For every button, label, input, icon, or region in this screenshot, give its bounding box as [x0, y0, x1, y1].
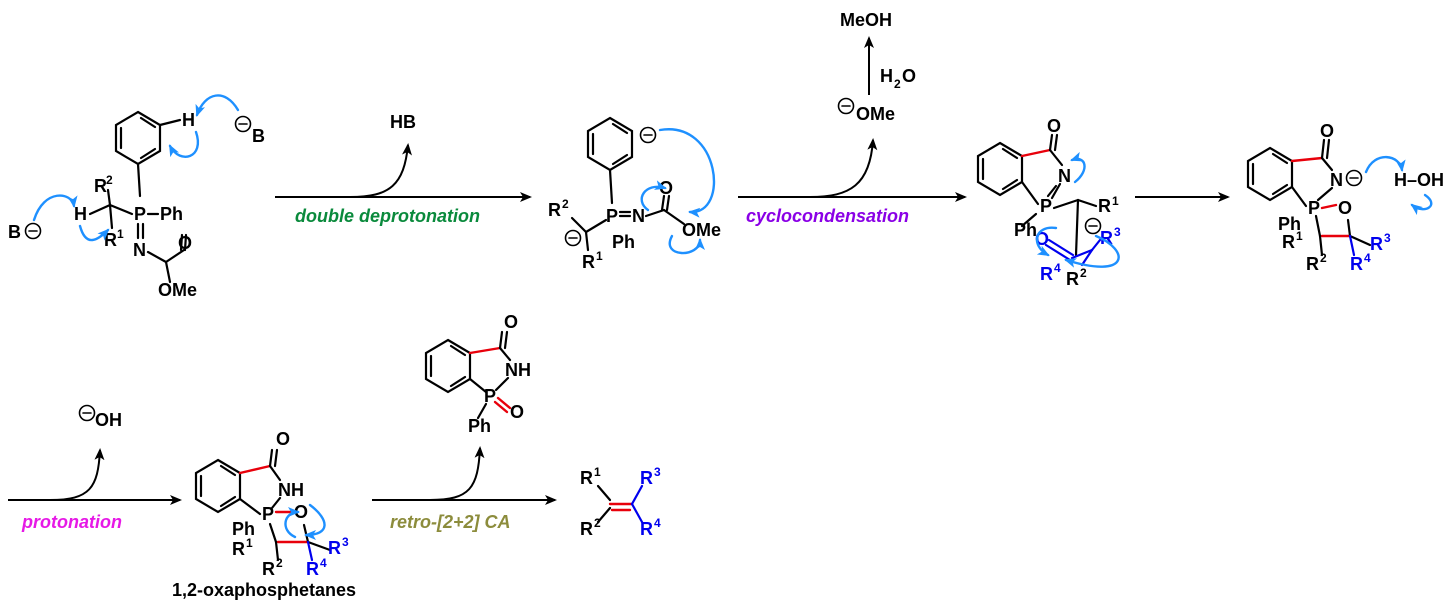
r4-sup: 4 [1054, 261, 1061, 275]
r3-sup: 3 [342, 535, 349, 549]
r1-label: R [232, 539, 245, 559]
r3-sup: 3 [1384, 231, 1391, 245]
ph-group: Ph [160, 204, 183, 224]
reaction-arrow-1: HB double deprotonation [275, 112, 532, 226]
r2-label: R [1306, 254, 1319, 274]
r1-sup: 1 [1112, 194, 1119, 208]
reaction-arrow-4: OH protonation [8, 404, 182, 532]
nh-group: NH [505, 360, 531, 380]
r2-label: R [94, 176, 107, 196]
molecule-oxaphosphetane-anion: O N P Ph O R 1 R 2 R 3 R 4 H–OH [1246, 121, 1444, 274]
molecule-oxaphosphetane: O NH P Ph O R 1 R 2 R 3 R 4 1,2-oxaphosp… [172, 429, 356, 600]
byproduct-hydroxide: OH [95, 410, 122, 430]
molecule-alkene: R 1 R 2 R 3 R 4 [580, 465, 661, 539]
r4-label: R [1350, 254, 1363, 274]
molecule-ylide-carbonyl: O N P Ph R 1 R 2 O R 3 R 4 [976, 116, 1121, 289]
ph-group: Ph [1014, 220, 1037, 240]
r3-sup: 3 [1114, 225, 1121, 239]
r1-label: R [580, 468, 593, 488]
r1-sup: 1 [594, 465, 601, 479]
r2-sup: 2 [1320, 251, 1327, 265]
r2-label: R [262, 559, 275, 579]
reaction-arrow-2: OMe MeOH H 2 O cyclocondensation [738, 10, 967, 226]
ring-o: O [1338, 198, 1352, 218]
n-atom: N [133, 240, 146, 260]
r4-sup: 4 [654, 516, 661, 530]
r1-sup: 1 [1296, 229, 1303, 243]
water-molecule: H–OH [1394, 170, 1444, 190]
carbonyl-o: O [504, 312, 518, 332]
r2-sup: 2 [106, 173, 113, 187]
carbonyl-o: O [178, 233, 192, 253]
r4-label: R [640, 519, 653, 539]
step-label-double-deprotonation: double deprotonation [295, 206, 480, 226]
carbonyl-o: O [276, 429, 290, 449]
r1-sup: 1 [596, 249, 603, 263]
r2-label: R [548, 200, 561, 220]
n-atom: N [1330, 170, 1343, 190]
r2-label: R [580, 519, 593, 539]
n-atom: N [1058, 166, 1071, 186]
phosphorus-atom: P [262, 504, 274, 524]
phosphorus-atom: P [1040, 196, 1052, 216]
r3-label: R [1370, 234, 1383, 254]
ome-group: OMe [682, 220, 721, 240]
r4-sup: 4 [320, 556, 327, 570]
step-label-cyclocondensation: cyclocondensation [746, 206, 909, 226]
r1-label: R [1282, 232, 1295, 252]
product-caption: 1,2-oxaphosphetanes [172, 580, 356, 600]
ph-group: Ph [612, 232, 635, 252]
byproduct-hb: HB [390, 112, 416, 132]
n-atom: N [632, 206, 645, 226]
carbonyl-o: O [1047, 116, 1061, 136]
r2-sup: 2 [594, 516, 601, 530]
nh-group: NH [278, 480, 304, 500]
phosphorus-atom: P [134, 204, 146, 224]
molecule-dianion: P N O OMe R 2 R 1 Ph [548, 116, 721, 272]
step-label-retro-cycloaddition: retro-[2+2] CA [390, 512, 511, 532]
phosphorus-atom: P [606, 206, 618, 226]
r1-sup: 1 [246, 536, 253, 550]
reaction-arrow-5: retro-[2+2] CA [372, 446, 557, 532]
carbonyl-o: O [1320, 121, 1334, 141]
byproduct-meoh: MeOH [840, 10, 892, 30]
step-label-protonation: protonation [21, 512, 122, 532]
water-o: O [902, 66, 916, 86]
r2-label: R [1066, 269, 1079, 289]
h-atom-alpha: H [74, 204, 87, 224]
ome-group: OMe [158, 280, 197, 300]
r3-label: R [328, 538, 341, 558]
r2-sup: 2 [1080, 266, 1087, 280]
base-left: B [8, 222, 21, 242]
r2-sup: 2 [276, 556, 283, 570]
r3-label: R [640, 468, 653, 488]
water-h: H [880, 66, 893, 86]
h-atom: H [182, 110, 195, 130]
ph-group: Ph [232, 519, 255, 539]
r4-sup: 4 [1364, 251, 1371, 265]
r2-sup: 2 [562, 197, 569, 211]
po-oxygen: O [510, 402, 524, 422]
molecule-benzophospholone: O NH P O Ph [424, 312, 531, 436]
ph-group: Ph [1278, 214, 1301, 234]
water-sub: 2 [894, 77, 901, 91]
base-right: B [252, 126, 265, 146]
phosphorus-atom: P [1308, 198, 1320, 218]
r4-label: R [306, 559, 319, 579]
r4-label: R [1040, 264, 1053, 284]
ph-group: Ph [468, 416, 491, 436]
r1-sup: 1 [117, 227, 124, 241]
r1-label: R [1098, 196, 1111, 216]
r1-label: R [582, 252, 595, 272]
molecule-starting-phosphazene: H P Ph H R 2 R 1 N O OMe B B [8, 94, 265, 300]
byproduct-methoxide: OMe [856, 104, 895, 124]
phosphorus-atom: P [484, 386, 496, 406]
r3-sup: 3 [654, 465, 661, 479]
